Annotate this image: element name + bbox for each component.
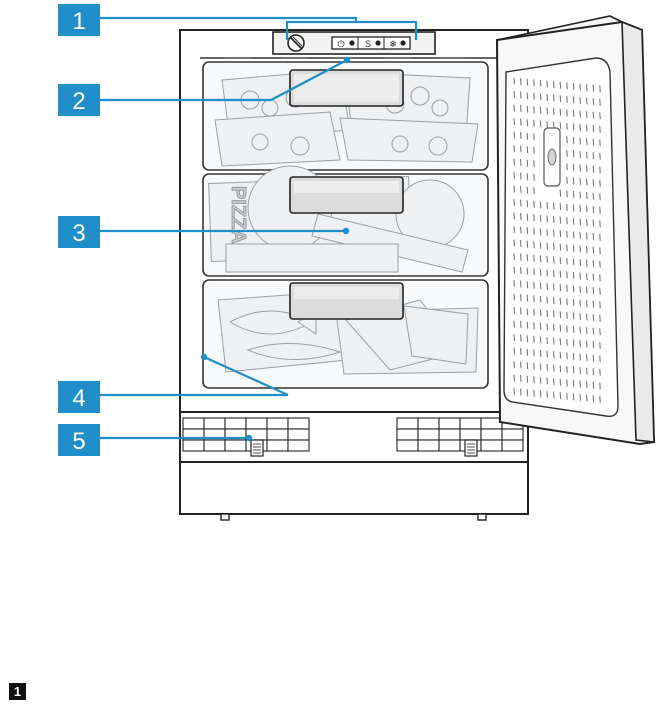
vent-slot xyxy=(481,418,502,429)
drawer-bottom xyxy=(203,280,488,388)
vent-slot xyxy=(267,440,288,451)
vent-slot xyxy=(460,429,481,440)
foot-left xyxy=(221,514,229,520)
page-badge: 1 xyxy=(9,683,26,700)
callout-1-number: 1 xyxy=(72,8,85,35)
vent-slot xyxy=(204,440,225,451)
vent-slot xyxy=(288,429,309,440)
vent-slot xyxy=(481,429,502,440)
vent-slot xyxy=(439,440,460,451)
vent-slot xyxy=(502,429,523,440)
drawer-top xyxy=(203,62,488,170)
callout-2-number: 2 xyxy=(72,88,85,115)
vent-slot xyxy=(225,418,246,429)
vent-slot xyxy=(439,429,460,440)
foot-right xyxy=(478,514,486,520)
vent-slot xyxy=(288,440,309,451)
power-symbol: ⏻ xyxy=(337,39,344,50)
vent-slot xyxy=(502,440,523,451)
vent-slot xyxy=(397,440,418,451)
vent-grille-right xyxy=(397,418,523,456)
vent-slot xyxy=(204,418,225,429)
freeze-symbol: ❄ xyxy=(389,40,397,50)
vent-slot xyxy=(225,440,246,451)
vent-slot xyxy=(460,418,481,429)
vent-slot xyxy=(418,429,439,440)
drawer-middle: PIZZA xyxy=(203,166,488,276)
pizza-label: PIZZA xyxy=(227,186,249,244)
vent-slot xyxy=(418,440,439,451)
vent-slot xyxy=(439,418,460,429)
thermostat-knob xyxy=(288,35,304,51)
super-led-icon xyxy=(375,40,380,45)
door-logo-plate xyxy=(544,128,560,186)
control-panel: ⏻ S ❄ xyxy=(273,32,435,54)
freezer-door xyxy=(497,16,654,444)
vent-slot xyxy=(183,418,204,429)
power-led-icon xyxy=(349,40,354,45)
vent-slot xyxy=(267,418,288,429)
freeze-led-icon xyxy=(400,40,405,45)
vent-slot xyxy=(246,418,267,429)
vent-slot xyxy=(183,440,204,451)
vent-slot xyxy=(397,418,418,429)
vent-slot xyxy=(481,440,502,451)
vent-slot xyxy=(418,418,439,429)
callout-3-number: 3 xyxy=(72,220,85,247)
grille-clip xyxy=(465,440,477,456)
callout-4-number: 4 xyxy=(72,385,85,412)
super-symbol: S xyxy=(365,39,371,49)
callout-5-number: 5 xyxy=(72,428,85,455)
vent-slot xyxy=(267,429,288,440)
vent-slot xyxy=(288,418,309,429)
vent-slot xyxy=(397,429,418,440)
grille-clip xyxy=(251,440,263,456)
